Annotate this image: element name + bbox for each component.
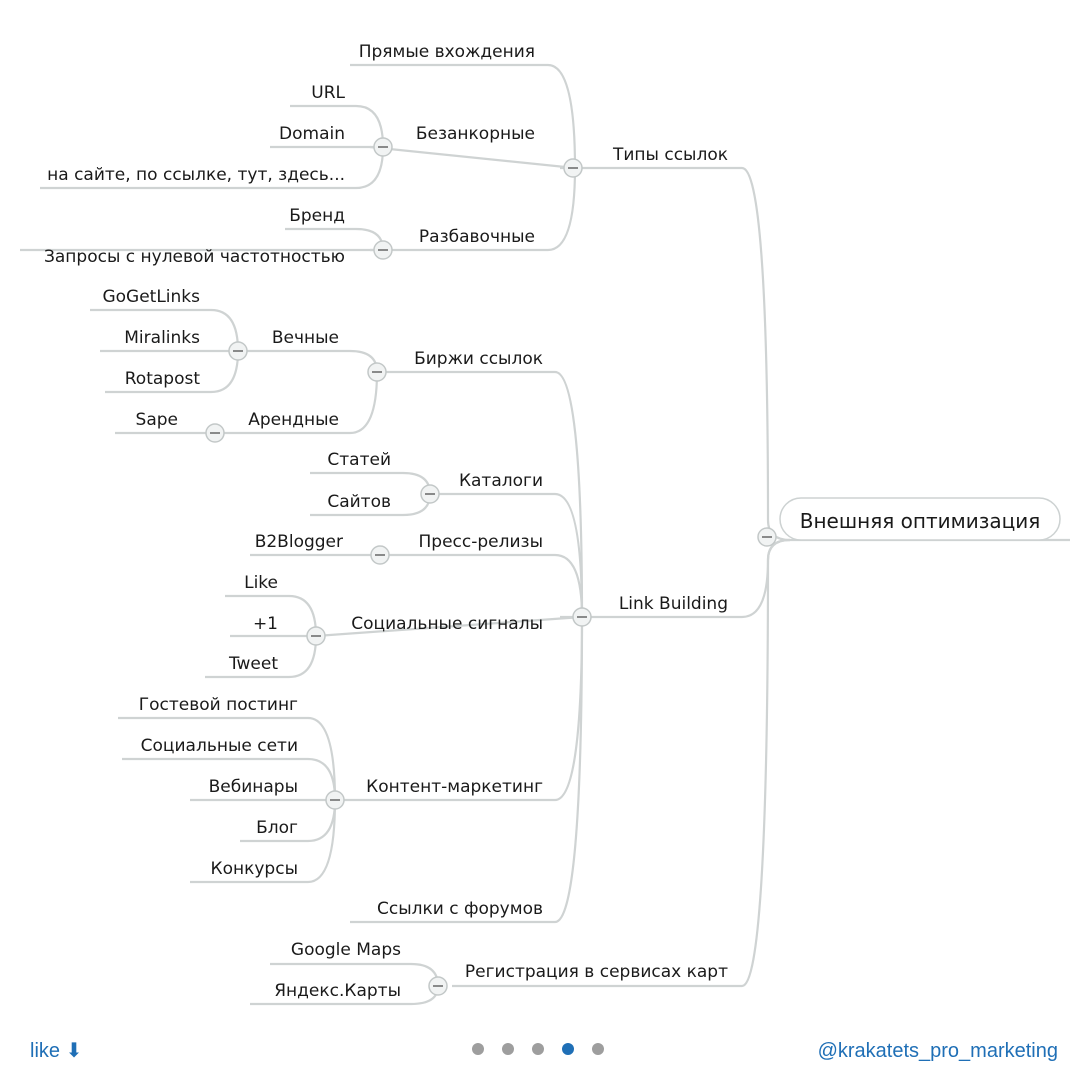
node-gogetlinks[interactable]: GoGetLinks: [102, 287, 200, 307]
mind-map-labels: Типы ссылок Link Building Регистрация в …: [44, 42, 728, 1001]
node-zero-queries[interactable]: Запросы с нулевой частотностью: [44, 247, 345, 267]
node-exchanges[interactable]: Биржи ссылок: [414, 349, 543, 369]
arrow-down-icon: ⬇: [65, 1040, 83, 1062]
root-label: Внешняя оптимизация: [800, 509, 1040, 533]
node-maps[interactable]: Регистрация в сервисах карт: [465, 962, 728, 982]
node-social-networks[interactable]: Социальные сети: [141, 736, 298, 756]
collapse-maps[interactable]: [428, 976, 448, 996]
collapse-rental[interactable]: [205, 423, 225, 443]
node-tweet[interactable]: Tweet: [228, 654, 278, 674]
node-link-building[interactable]: Link Building: [619, 594, 728, 614]
node-sape[interactable]: Sape: [136, 410, 178, 430]
node-catalogs[interactable]: Каталоги: [459, 471, 543, 491]
root-node[interactable]: Внешняя оптимизация: [779, 497, 1061, 541]
pager-dots: [472, 1043, 604, 1055]
node-content[interactable]: Контент-маркетинг: [366, 777, 543, 797]
node-eternal[interactable]: Вечные: [272, 328, 339, 348]
node-generic-anchors[interactable]: на сайте, по ссылке, тут, здесь...: [47, 165, 345, 185]
node-blog[interactable]: Блог: [256, 818, 298, 838]
node-google-maps[interactable]: Google Maps: [291, 940, 401, 960]
node-dilution[interactable]: Разбавочные: [419, 227, 535, 247]
pager-dot[interactable]: [502, 1043, 514, 1055]
node-direct[interactable]: Прямые вхождения: [359, 42, 535, 62]
collapse-press[interactable]: [370, 545, 390, 565]
collapse-root[interactable]: [757, 527, 777, 547]
collapse-link-building[interactable]: [572, 607, 592, 627]
node-rental[interactable]: Арендные: [248, 410, 339, 430]
node-contests[interactable]: Конкурсы: [211, 859, 298, 879]
node-brand[interactable]: Бренд: [289, 206, 345, 226]
collapse-dilution[interactable]: [373, 240, 393, 260]
node-rotapost[interactable]: Rotapost: [125, 369, 201, 389]
collapse-catalogs[interactable]: [420, 484, 440, 504]
node-b2blogger[interactable]: B2Blogger: [255, 532, 343, 552]
collapse-social[interactable]: [306, 626, 326, 646]
like-link[interactable]: like ⬇: [30, 1038, 82, 1063]
author-handle[interactable]: @krakatets_pro_marketing: [817, 1040, 1058, 1062]
collapse-types[interactable]: [563, 158, 583, 178]
collapse-eternal[interactable]: [228, 341, 248, 361]
node-yandex-maps[interactable]: Яндекс.Карты: [274, 981, 401, 1001]
node-anchorless[interactable]: Безанкорные: [416, 124, 535, 144]
mind-map-edges: [20, 63, 1070, 1006]
node-url[interactable]: URL: [311, 83, 345, 103]
pager-dot[interactable]: [532, 1043, 544, 1055]
collapse-buttons: [205, 137, 777, 996]
node-types[interactable]: Типы ссылок: [612, 145, 728, 165]
node-webinars[interactable]: Вебинары: [209, 777, 298, 797]
collapse-content[interactable]: [325, 790, 345, 810]
like-label: like: [30, 1040, 61, 1062]
collapse-anchorless[interactable]: [373, 137, 393, 157]
collapse-exchanges[interactable]: [367, 362, 387, 382]
node-domain[interactable]: Domain: [279, 124, 345, 144]
node-forums[interactable]: Ссылки с форумов: [377, 899, 543, 919]
pager-dot-active[interactable]: [562, 1043, 574, 1055]
node-press[interactable]: Пресс-релизы: [419, 532, 544, 552]
node-social-signals[interactable]: Социальные сигналы: [351, 614, 543, 634]
mind-map: Внешняя оптимизация Типы ссылок Link Bui…: [20, 42, 1070, 1006]
node-guest-posting[interactable]: Гостевой постинг: [139, 695, 298, 715]
pager-dot[interactable]: [472, 1043, 484, 1055]
node-sites[interactable]: Сайтов: [327, 492, 391, 512]
pager-dot[interactable]: [592, 1043, 604, 1055]
node-plus-one[interactable]: +1: [253, 614, 278, 634]
node-miralinks[interactable]: Miralinks: [124, 328, 200, 348]
node-articles[interactable]: Статей: [327, 450, 391, 470]
node-like[interactable]: Like: [244, 573, 278, 593]
